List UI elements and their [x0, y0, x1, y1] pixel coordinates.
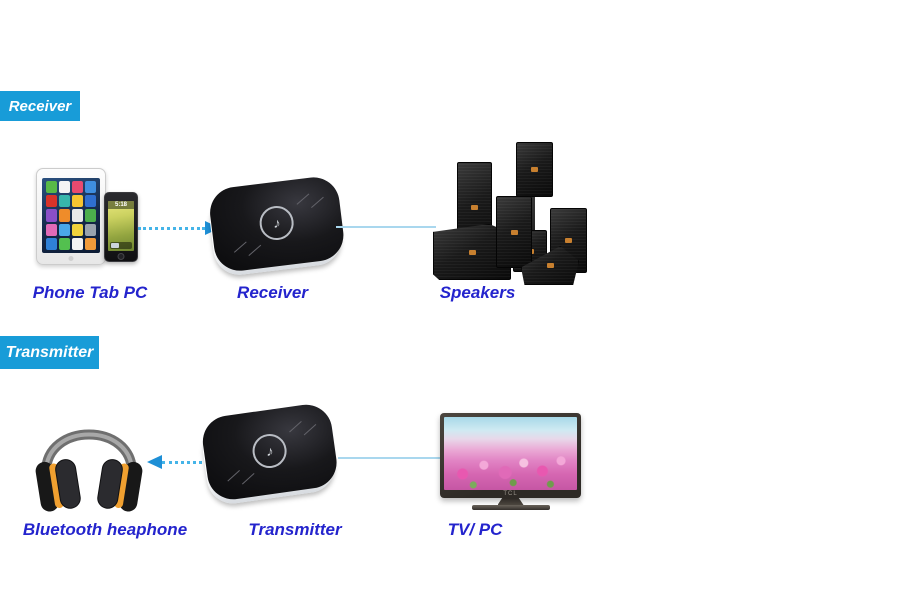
app-icon [72, 209, 83, 222]
app-icon [59, 195, 70, 208]
dotted-line [138, 226, 205, 230]
app-icon [59, 223, 70, 236]
app-icon [72, 181, 83, 194]
app-icon [59, 237, 70, 250]
speaker-logo-badge [546, 263, 554, 268]
tablet-image [36, 168, 106, 265]
caption-tv-pc: TV/ PC [447, 520, 503, 539]
tv-bezel: TCL [440, 413, 581, 498]
phone-screen: 5:18 [108, 201, 134, 251]
app-icon [85, 209, 96, 222]
app-icon [85, 223, 96, 236]
speaker-logo-badge [531, 167, 538, 172]
app-icon [46, 209, 57, 222]
dotted-line [162, 460, 227, 464]
tv-screen [444, 417, 577, 490]
app-icon [59, 181, 70, 194]
app-icon [46, 237, 57, 250]
phone-slider-knob [111, 243, 119, 248]
phone-home-button [117, 253, 125, 260]
music-note-icon: ♪ [265, 443, 274, 460]
arrowhead-left-icon [147, 455, 162, 469]
app-icon [59, 209, 70, 222]
tv-stand-base [471, 505, 550, 510]
speaker-stand-pole [532, 195, 535, 261]
app-icon [46, 181, 57, 194]
tablet-screen [42, 178, 100, 253]
speakers-image [433, 140, 595, 286]
tv-image: TCL [440, 413, 581, 510]
tv-to-transmitter-line [338, 457, 441, 459]
app-icon [85, 181, 96, 194]
arrow-transmitter-to-headphones [147, 455, 227, 469]
arrow-source-to-receiver [138, 221, 220, 235]
app-icon [85, 195, 96, 208]
speaker-logo-badge [510, 229, 518, 235]
receiver-section-banner: Receiver [0, 91, 80, 121]
transmitter-section-banner: Transmitter [0, 336, 99, 369]
receiver-to-speakers-line [336, 226, 436, 228]
speaker-cabinet [516, 142, 553, 197]
app-icon [46, 195, 57, 208]
speaker-logo-badge [468, 249, 476, 255]
receiver-device-image: ♪ [207, 174, 347, 278]
music-note-icon: ♪ [272, 215, 281, 232]
app-icon [72, 237, 83, 250]
caption-transmitter: Transmitter [248, 520, 342, 539]
app-icon [72, 195, 83, 208]
headband-highlight [44, 432, 134, 474]
caption-phone-tab-pc: Phone Tab PC [32, 283, 148, 302]
app-icon [46, 223, 57, 236]
right-ear-cup [97, 459, 143, 512]
phone-clock: 5:18 [108, 201, 134, 209]
app-icon [85, 237, 96, 250]
caption-speakers: Speakers [439, 283, 516, 302]
app-icon [72, 223, 83, 236]
transmitter-device-image: ♪ [199, 401, 341, 507]
caption-receiver: Receiver [237, 283, 308, 302]
left-ear-cup [35, 459, 81, 512]
speaker-logo-badge [565, 238, 572, 243]
phone-unlock-slider [110, 242, 132, 249]
tv-stand-neck [497, 498, 524, 505]
speaker-cabinet [496, 196, 532, 268]
tv-brand-label: TCL [503, 491, 518, 497]
speaker-logo-badge [471, 204, 478, 210]
headphones-image [35, 429, 143, 512]
caption-bluetooth-headphone: Bluetooth heaphone [22, 520, 188, 539]
tablet-home-button [68, 256, 74, 261]
phone-image: 5:18 [104, 192, 138, 262]
